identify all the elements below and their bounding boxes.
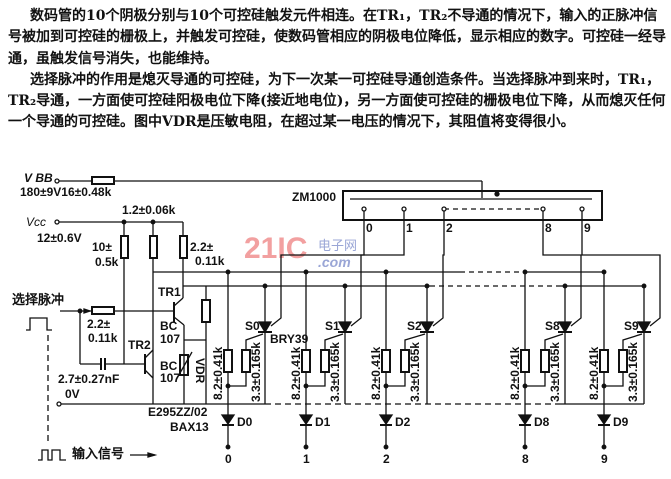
anode-resistor <box>520 349 530 373</box>
scr-label: S8 <box>545 319 560 333</box>
r2-label: 3.3±0.165k <box>328 342 342 402</box>
vdr-label: VDR <box>193 358 207 384</box>
r2-label: 3.3±0.165k <box>408 342 422 402</box>
vbb-resistor <box>91 176 115 185</box>
digit-input-label: 1 <box>303 452 310 466</box>
digit-input-label: 0 <box>225 452 232 466</box>
capacitor-label: 2.7±0.27nF <box>58 372 119 386</box>
paragraph-1: 数码管的10个阴极分别与10个可控硅触发元件相连。在TR₁，TR₂不导通的情况下… <box>8 8 666 67</box>
select-pulse-label: 选择脉冲 <box>12 292 64 308</box>
tube-label: ZM1000 <box>292 190 336 204</box>
input-resistor <box>91 306 115 315</box>
r-top-label: 1.2±0.06k <box>122 203 176 217</box>
paragraph-2: 选择脉冲的作用是熄灭导通的可控硅，为下一次某一可控硅导通创造条件。当选择脉冲到来… <box>8 71 666 131</box>
scr-symbol <box>257 321 273 334</box>
r1-label: 8.2±0.41k <box>587 346 601 400</box>
watermark-logo: 21IC <box>244 232 307 265</box>
anode-resistor <box>301 349 311 373</box>
diode-symbol <box>517 414 533 426</box>
tr1-type-b: 107 <box>160 332 180 346</box>
vbb-label: V BB <box>24 171 53 185</box>
diode-label: D0 <box>237 415 253 429</box>
r-in-label-b: 0.11k <box>88 331 118 345</box>
tr2-label: TR2 <box>128 338 151 352</box>
zero-v-label: 0V <box>65 387 80 401</box>
digit-input-label: 2 <box>383 452 390 466</box>
nixie-tube-zm1000 <box>342 190 603 221</box>
vcc-value: 12±0.6V <box>37 231 82 245</box>
tr2-type-a: BC <box>160 359 178 373</box>
r1-label: 8.2±0.41k <box>289 346 303 400</box>
diode-symbol <box>596 414 612 426</box>
scr-symbol <box>557 321 573 334</box>
diode-label: D2 <box>395 415 411 429</box>
digit-input-label: 9 <box>601 452 608 466</box>
r2-label: 3.3±0.165k <box>249 342 263 402</box>
text-block: 数码管的10个阴极分别与10个可控硅触发元件相连。在TR₁，TR₂不导通的情况下… <box>8 6 668 134</box>
tr1-label: TR1 <box>158 285 181 299</box>
input-signal-label: 输入信号 <box>72 446 124 462</box>
anode-resistor <box>381 349 391 373</box>
scr-label: S2 <box>407 319 422 333</box>
scr-type-label: BRY39 <box>270 332 309 346</box>
watermark-com: .com <box>318 254 351 270</box>
r1-label: 8.2±0.41k <box>508 346 522 400</box>
vbb-value: 180±9V16±0.48k <box>20 185 112 199</box>
vbb-terminal <box>54 178 60 184</box>
scr-symbol <box>419 321 435 334</box>
tube-pin-label: 0 <box>366 221 373 235</box>
r2-label: 3.3±0.165k <box>548 342 562 402</box>
r10-label-b: 0.5k <box>95 255 119 269</box>
diode-symbol <box>298 414 314 426</box>
scr-label: S0 <box>245 319 260 333</box>
r1-label: 8.2±0.41k <box>211 346 225 400</box>
vcc-label: Vcc <box>26 215 46 229</box>
vdr-resistor <box>179 354 189 376</box>
tube-pin-label: 9 <box>584 221 591 235</box>
watermark-sub: 电子网 <box>318 238 357 253</box>
diode-label: D9 <box>613 415 629 429</box>
diode-label: D1 <box>315 415 331 429</box>
scr-symbol <box>337 321 353 334</box>
digit-input-label: 8 <box>522 452 529 466</box>
r22-label-b: 0.11k <box>195 254 225 268</box>
tr1-type-a: BC <box>160 319 178 333</box>
scr-label: S1 <box>325 319 340 333</box>
diode-symbol <box>220 414 236 426</box>
anode-resistor <box>223 349 233 373</box>
scr-label: S9 <box>624 319 639 333</box>
r22-label-a: 2.2± <box>190 240 214 254</box>
r10-label-a: 10± <box>92 240 112 254</box>
r1-label: 8.2±0.41k <box>369 346 383 400</box>
tube-pin-label: 1 <box>406 221 413 235</box>
anode-resistor <box>599 349 609 373</box>
tube-pin-label: 2 <box>446 221 453 235</box>
r-in-label-a: 2.2± <box>87 317 111 331</box>
vdr-type-label: E295ZZ/02 <box>148 405 208 419</box>
tube-pin-label: 8 <box>545 221 552 235</box>
diode-symbol <box>378 414 394 426</box>
diode-label: D8 <box>534 415 550 429</box>
diode-type-label: BAX13 <box>170 420 209 434</box>
r2-label: 3.3±0.165k <box>626 342 640 402</box>
tr2-type-b: 107 <box>160 371 180 385</box>
scr-symbol <box>636 321 652 334</box>
